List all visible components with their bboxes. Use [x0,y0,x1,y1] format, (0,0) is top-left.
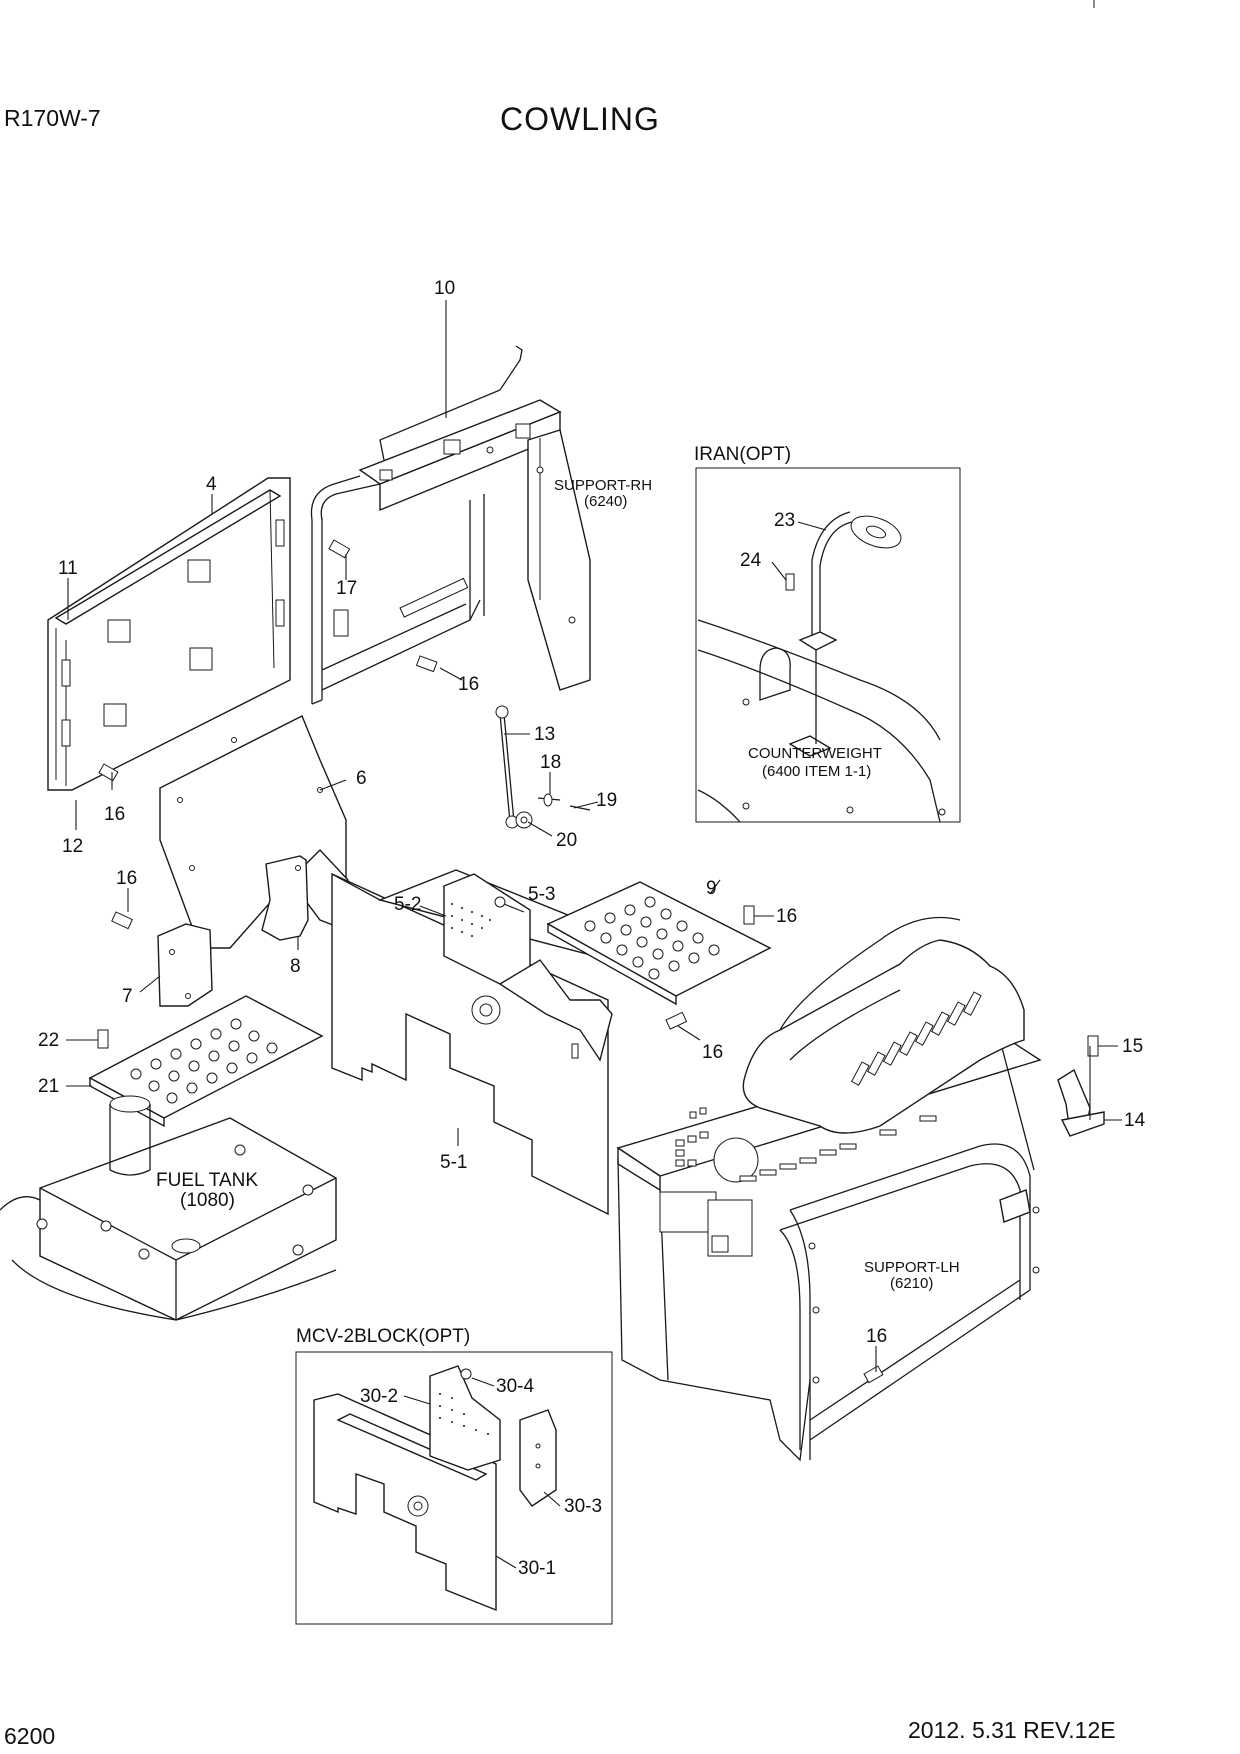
bolt-16-support [863,1365,884,1384]
callout-14: 14 [1124,1110,1146,1131]
callout-12: 12 [62,836,83,857]
callout-23: 23 [774,510,795,531]
bolt-5-3 [494,896,506,908]
callout-4: 4 [206,474,217,495]
callout-8: 8 [290,956,301,977]
inset-mcv: MCV-2BLOCK(OPT) 30-2 30-4 30-3 30-1 [295,1326,613,1625]
callout-19: 19 [596,790,617,811]
callout-16-c: 16 [116,868,137,889]
callout-18: 18 [540,752,561,773]
callout-16-b: 16 [104,804,125,825]
support-lh-label: SUPPORT-LH [864,1259,960,1276]
latch-14 [1057,1068,1105,1137]
counterweight-label: COUNTERWEIGHT [748,745,882,762]
vent-slots [850,991,982,1086]
callout-16-d: 16 [776,906,797,927]
callout-16-a: 16 [458,674,479,695]
fuel-tank-ref: (1080) [180,1190,235,1211]
callout-30-1: 30-1 [518,1558,556,1579]
revision-stamp: 2012. 5.31 REV.12E [908,1717,1116,1743]
fuel-tank-label: FUEL TANK [156,1170,258,1191]
callout-5-1: 5-1 [440,1152,467,1173]
slot-row [739,1115,937,1182]
bolt-16-left [98,763,119,782]
callout-5-2: 5-2 [394,894,421,915]
callout-10: 10 [434,278,455,299]
callout-30-2: 30-2 [360,1386,398,1407]
page-title: COWLING [500,101,660,137]
model-label: R170W-7 [4,105,101,131]
counterweight-ref: (6400 ITEM 1-1) [762,763,871,780]
callouts: 10 4 11 17 16 16 12 6 13 18 19 20 16 7 8… [38,278,1146,1347]
part-5-2-plate [443,873,613,1062]
inset-iran: IRAN(OPT) 23 24 COUNTERWEIGHT (6400 ITEM… [694,444,961,823]
part-4-panel [47,477,291,791]
callout-5-3: 5-3 [528,884,555,905]
perforation-pattern [451,903,491,937]
part-8-bracket [261,855,309,941]
part-10-support-rh [310,345,591,705]
callout-24: 24 [740,550,762,571]
support-lh-ref: (6210) [890,1275,933,1292]
bolt-17 [328,539,351,559]
part-7-bracket [157,923,213,1007]
inset-iran-title: IRAN(OPT) [694,444,791,465]
callout-9: 9 [706,878,717,899]
callout-16-f: 16 [866,1326,887,1347]
callout-16-e: 16 [702,1042,723,1063]
callout-20: 20 [556,830,577,851]
callout-6: 6 [356,768,367,789]
callout-21: 21 [38,1076,59,1097]
bolt-16-mid [111,911,133,930]
page-number: 6200 [4,1723,55,1749]
callout-30-4: 30-4 [496,1376,534,1397]
hole-grid-9 [584,896,720,980]
part-9-perforated-cover [546,881,772,1006]
callout-30-3: 30-3 [564,1496,602,1517]
bolt-16-plate9 [743,905,755,925]
support-rh-ref: (6240) [584,493,627,510]
inset-mcv-title: MCV-2BLOCK(OPT) [296,1326,470,1347]
callout-17: 17 [336,578,357,599]
callout-15: 15 [1122,1036,1143,1057]
part-6-inner-cover [159,715,349,949]
bolt-22 [97,1029,109,1049]
bolt-16-top [415,655,438,673]
fuel-tank: FUEL TANK (1080) [0,1095,337,1321]
callout-13: 13 [534,724,555,745]
hole-grid-21 [130,1018,278,1104]
support-rh-label: SUPPORT-RH [554,477,652,494]
callout-7: 7 [122,986,133,1007]
leader-lines [66,300,1122,1372]
small-square-pattern [675,1107,709,1167]
perforation-pattern-mcv [439,1393,489,1435]
engine-hood [742,916,1025,1134]
callout-11: 11 [58,558,78,579]
bolt-16-panel [665,1011,688,1030]
callout-22: 22 [38,1030,59,1051]
